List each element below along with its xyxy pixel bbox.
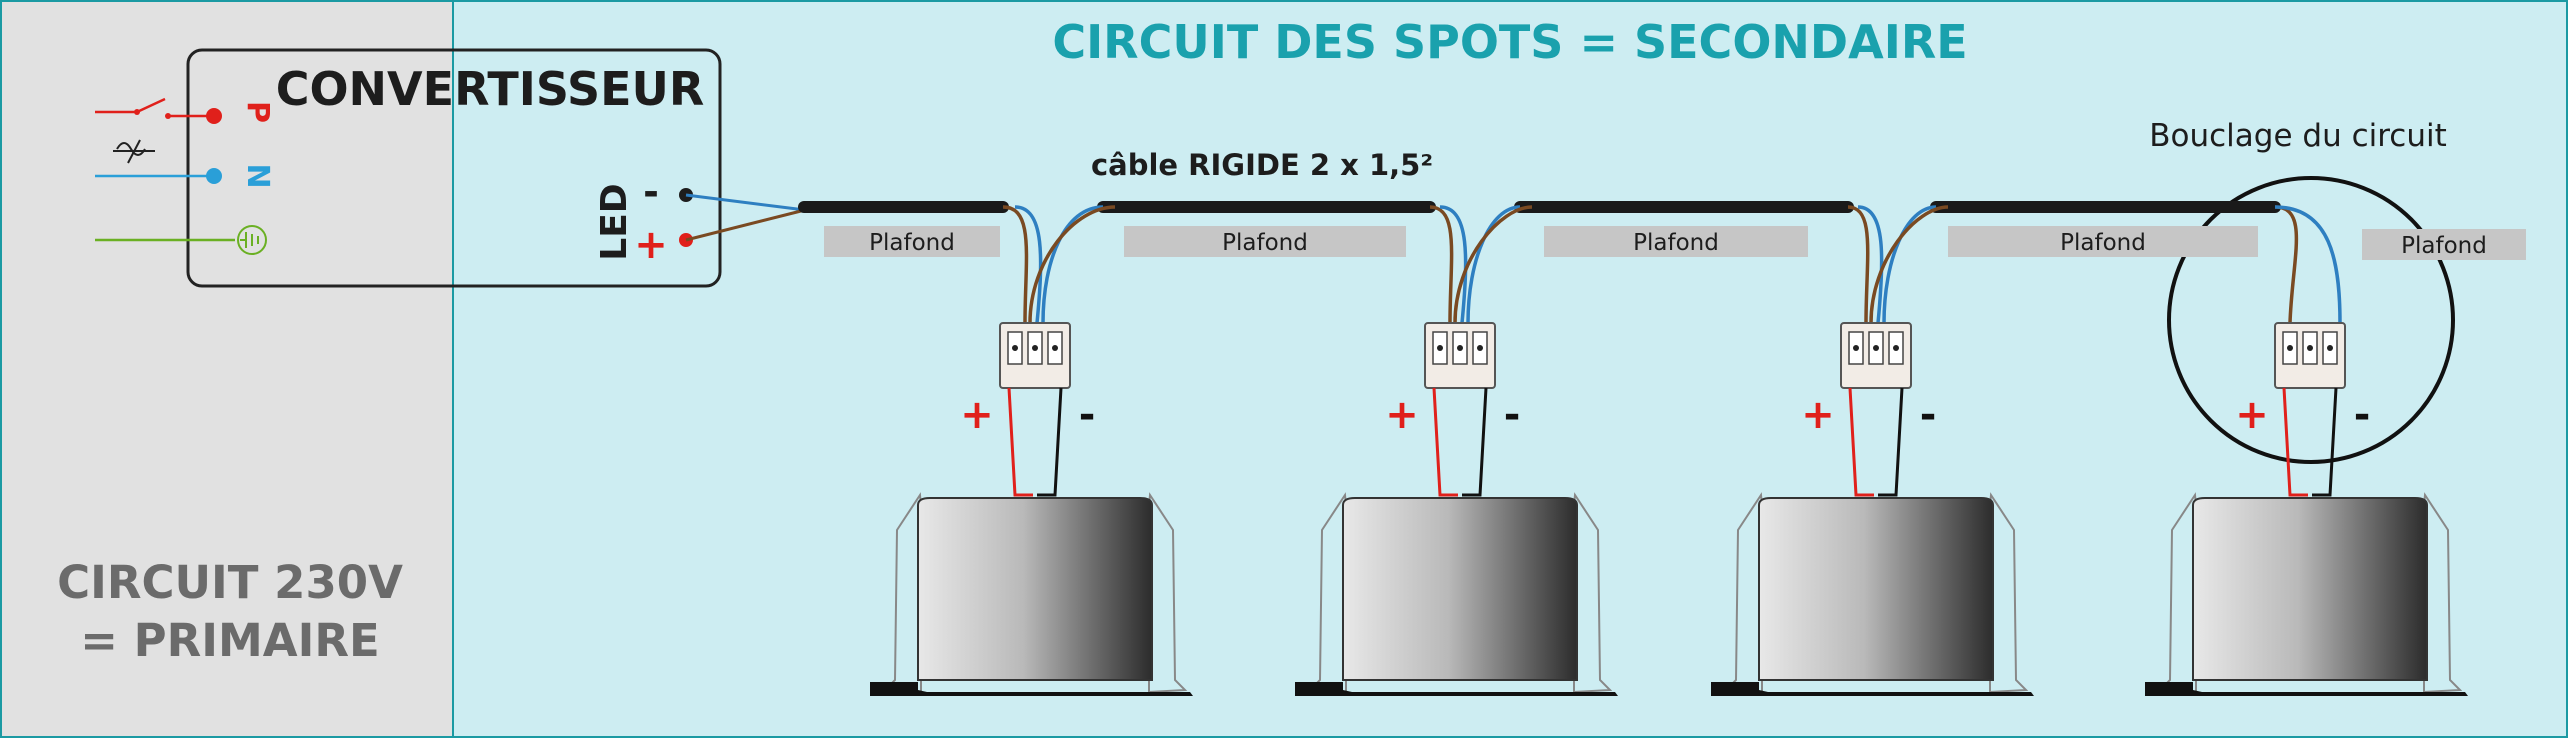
spot-2: + -	[1295, 205, 1618, 696]
output-wire-brown	[685, 208, 806, 242]
spot-minus-sign: -	[1504, 392, 1521, 438]
loop-highlight-circle	[2167, 176, 2455, 464]
spot-fixture	[1295, 492, 1618, 696]
primary-label-line1: CIRCUIT 230V	[57, 556, 403, 609]
spot-1: + -	[870, 205, 1193, 696]
spot-fixture	[2145, 492, 2468, 696]
cable-label: câble RIGIDE 2 x 1,5²	[1091, 148, 1433, 182]
ceiling-label: Plafond	[1222, 230, 1308, 256]
spot-3: + -	[1711, 205, 2034, 696]
output-wire-blue	[685, 193, 806, 212]
neutral-terminal	[206, 168, 222, 184]
secondary-title: CIRCUIT DES SPOTS = SECONDAIRE	[1052, 15, 1967, 69]
led-minus-sign: -	[643, 170, 659, 214]
ceiling-labels: Plafond Plafond Plafond Plafond Plafond	[824, 226, 2526, 260]
spot-minus-sign: -	[1920, 392, 1937, 438]
spot-plus-sign: +	[1801, 392, 1835, 438]
phase-label: P	[240, 101, 275, 123]
converter-box	[186, 48, 722, 288]
neutral-input: N	[95, 163, 275, 189]
ceiling-label: Plafond	[1633, 230, 1719, 256]
spot-minus-sign: -	[2354, 392, 2371, 438]
phase-terminal	[206, 108, 222, 124]
ceiling-label: Plafond	[869, 230, 955, 256]
ceiling-label: Plafond	[2060, 230, 2146, 256]
ceiling-label: Plafond	[2401, 233, 2487, 259]
spot-fixture	[1711, 492, 2034, 696]
spot-plus-sign: +	[2235, 392, 2269, 438]
spot-4-loop-end: + -	[2145, 205, 2468, 696]
wago-connector	[999, 322, 1071, 389]
neutral-label: N	[240, 163, 275, 188]
wago-connector	[2274, 322, 2346, 389]
spot-fixture	[870, 492, 1193, 696]
wago-connector	[1840, 322, 1912, 389]
ac-symbol-icon	[113, 139, 155, 164]
earth-input	[95, 225, 267, 255]
earth-icon	[237, 225, 267, 255]
primary-label-line2: = PRIMAIRE	[80, 614, 380, 667]
phase-input: P	[95, 97, 275, 124]
led-output-label: LED	[594, 183, 635, 260]
loop-label: Bouclage du circuit	[2149, 118, 2447, 154]
wago-connector	[1424, 322, 1496, 389]
spot-plus-sign: +	[960, 392, 994, 438]
spot-plus-sign: +	[1385, 392, 1419, 438]
primary-zone	[0, 0, 454, 738]
led-plus-sign: +	[634, 222, 668, 268]
spot-minus-sign: -	[1079, 392, 1096, 438]
converter-title: CONVERTISSEUR	[276, 62, 705, 116]
